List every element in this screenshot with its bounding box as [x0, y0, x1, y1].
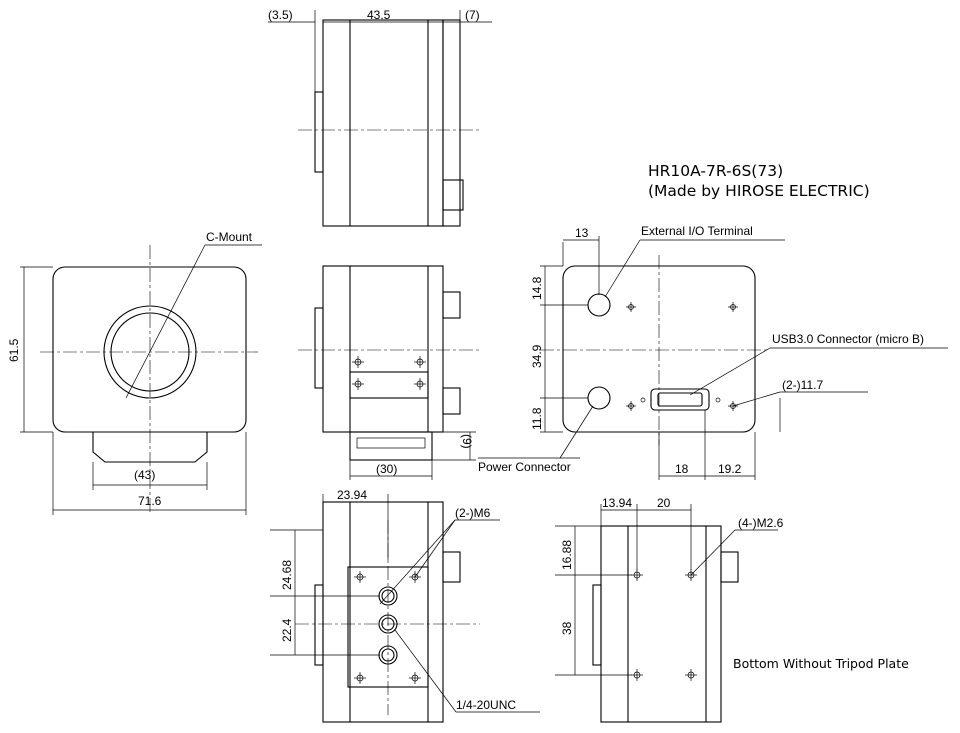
dim-bottom-left-x: 23.94	[337, 488, 367, 502]
dim-rear-bottom-y: 11.8	[530, 407, 544, 430]
dim-front-height: 61.5	[7, 338, 21, 362]
dim-rear-usb-x: 18	[675, 462, 689, 476]
dim-bottom-left-y2: 22.4	[280, 618, 294, 642]
dim-rear-right-holes: (2-)11.7	[782, 378, 823, 392]
dim-side-base: (30)	[376, 462, 397, 476]
label-bottom-note: Bottom Without Tripod Plate	[733, 656, 909, 671]
bottom-view-right	[555, 504, 778, 723]
dim-front-base: (43)	[134, 468, 155, 482]
dim-rear-mid-y: 34.9	[530, 344, 544, 368]
dim-bottom-right-x2: 20	[657, 496, 671, 510]
dim-top-width: 43.5	[367, 8, 391, 22]
dim-bottom-right-x1: 13.94	[602, 496, 632, 510]
dim-rear-top-y: 14.8	[530, 276, 544, 300]
dim-rear-right-x: 19.2	[718, 462, 742, 476]
label-power-connector: Power Connector	[478, 460, 571, 474]
dim-top-left-offset: (3.5)	[268, 8, 293, 22]
dim-side-plate: (9)	[460, 434, 474, 449]
label-usb-connector: USB3.0 Connector (micro B)	[772, 332, 924, 346]
label-unc: 1/4-20UNC	[456, 698, 516, 712]
dim-bottom-right-y1: 16.88	[560, 540, 574, 570]
label-external-io: External I/O Terminal	[641, 224, 753, 238]
label-c-mount: C-Mount	[206, 230, 253, 244]
label-connector-maker: (Made by HIROSE ELECTRIC)	[648, 182, 870, 200]
label-m6: (2-)M6	[455, 506, 491, 520]
dim-bottom-right-y2: 38	[560, 621, 574, 635]
label-connector-model: HR10A-7R-6S(73)	[648, 162, 783, 180]
dim-front-width: 71.6	[138, 494, 162, 508]
label-m26: (4-)M2.6	[738, 516, 784, 530]
dim-rear-top-x: 13	[575, 226, 589, 240]
dim-bottom-left-y1: 24.68	[280, 560, 294, 590]
side-view	[298, 265, 480, 480]
rear-view	[478, 236, 948, 480]
front-view	[20, 244, 262, 515]
dim-top-right-offset: (7)	[465, 8, 480, 22]
top-view	[268, 10, 492, 227]
bottom-view-left	[270, 494, 540, 723]
